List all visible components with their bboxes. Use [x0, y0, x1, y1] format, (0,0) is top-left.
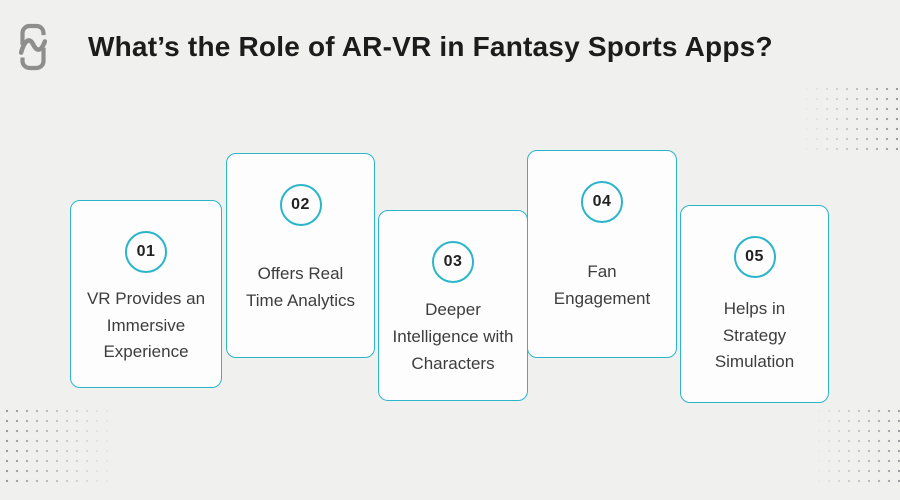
brand-logo-icon	[19, 23, 47, 71]
step-05-badge: 05	[733, 236, 776, 278]
dot-grid-bottom-right	[814, 406, 900, 486]
step-04-number: 04	[592, 193, 612, 210]
step-01-badge: 01	[125, 231, 167, 273]
dot-grid-top-right	[802, 84, 900, 158]
step-03-label: Deeper Intelligence with Characters	[392, 300, 514, 373]
card-deeper-intelligence: 03 Deeper Intelligence with Characters	[378, 210, 528, 401]
step-01-number: 01	[136, 243, 156, 260]
card-strategy-simulation: 05 Helps in Strategy Simulation	[680, 205, 829, 403]
step-02-label: Offers Real Time Analytics	[246, 263, 355, 310]
step-05-number: 05	[745, 248, 764, 265]
step-02-number: 02	[291, 196, 310, 213]
step-03-badge: 03	[432, 241, 474, 283]
card-real-time-analytics: 02 Offers Real Time Analytics	[226, 153, 375, 358]
step-04-badge: 04	[581, 181, 623, 223]
step-05-label: Helps in Strategy Simulation	[714, 298, 795, 372]
step-02-badge: 02	[279, 184, 322, 226]
step-01-label: VR Provides an Immersive Experience	[86, 288, 206, 362]
card-vr-immersive-experience: 01 VR Provides an Immersive Experience	[70, 200, 222, 388]
step-04-label: Fan Engagement	[553, 262, 651, 308]
step-03-number: 03	[443, 253, 463, 270]
card-fan-engagement: 04 Fan Engagement	[527, 150, 677, 358]
page-title: What’s the Role of AR-VR in Fantasy Spor…	[88, 31, 773, 62]
dot-grid-bottom-left	[2, 406, 116, 484]
